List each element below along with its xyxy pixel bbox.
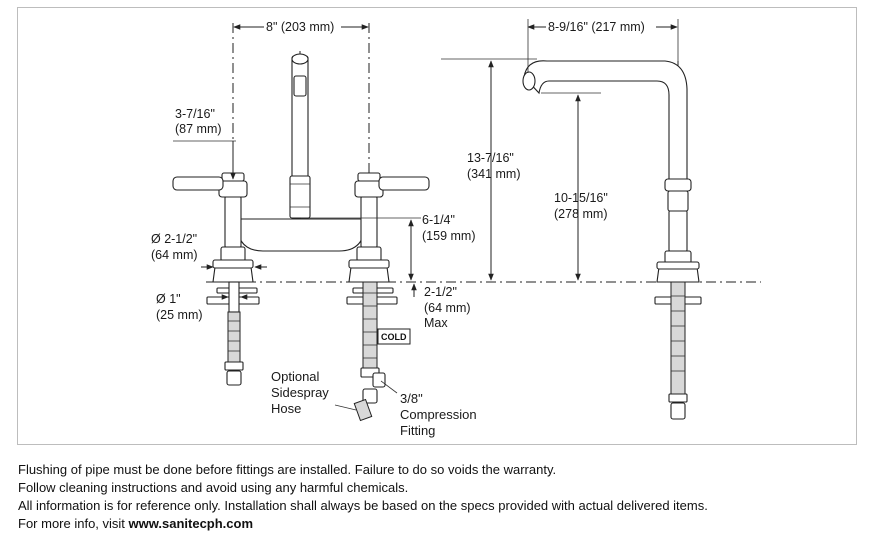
- dim-spout-height-mm: (278 mm): [554, 207, 607, 221]
- footer-notes: Flushing of pipe must be done before fit…: [18, 461, 858, 533]
- note-line-4: For more info, visit www.sanitecph.com: [18, 515, 858, 533]
- side-view-faucet: [522, 60, 702, 420]
- note-line-2: Follow cleaning instructions and avoid u…: [18, 480, 409, 495]
- dim-bridge-height-mm: (159 mm): [422, 229, 475, 243]
- faucet-dimension-drawing: COLD: [151, 19, 761, 438]
- note-line-1: Flushing of pipe must be done before fit…: [18, 462, 557, 477]
- fitting-label-2: Compression: [400, 407, 477, 422]
- website-link[interactable]: www.sanitecph.com: [128, 516, 254, 531]
- dim-spout-reach: 8-9/16" (217 mm): [548, 20, 645, 34]
- note-line-3: All information is for reference only. I…: [18, 498, 708, 513]
- fitting-label-3: Fitting: [400, 423, 435, 438]
- sidespray-label-1: Optional: [271, 369, 320, 384]
- note-line-4-prefix: For more info, visit: [18, 516, 129, 531]
- dim-base-dia-in: Ø 2-1/2": [151, 232, 197, 246]
- dim-hole-dia-mm: (25 mm): [156, 308, 203, 322]
- dim-top-spread: 8" (203 mm): [266, 20, 334, 34]
- sidespray-label-3: Hose: [271, 401, 301, 416]
- dim-spout-height-in: 10-15/16": [554, 191, 608, 205]
- cold-badge-text: COLD: [381, 332, 407, 342]
- dim-base-dia-mm: (64 mm): [151, 248, 198, 262]
- front-view-faucet: [172, 53, 430, 422]
- cold-badge: COLD: [377, 328, 411, 345]
- dim-handle-height-mm: (87 mm): [175, 122, 222, 136]
- dim-bridge-height-in: 6-1/4": [422, 213, 455, 227]
- fitting-label-1: 3/8": [400, 391, 423, 406]
- spec-drawing-frame: COLD: [17, 7, 857, 445]
- dim-overall-height-mm: (341 mm): [467, 167, 520, 181]
- dim-deck-mm: (64 mm): [424, 301, 471, 315]
- dim-overall-height-in: 13-7/16": [467, 151, 514, 165]
- sidespray-label-2: Sidespray: [271, 385, 329, 400]
- dim-handle-height-in: 3-7/16": [175, 107, 215, 121]
- dim-hole-dia-in: Ø 1": [156, 292, 181, 306]
- dim-deck-max: Max: [424, 316, 448, 330]
- dim-deck-in: 2-1/2": [424, 285, 457, 299]
